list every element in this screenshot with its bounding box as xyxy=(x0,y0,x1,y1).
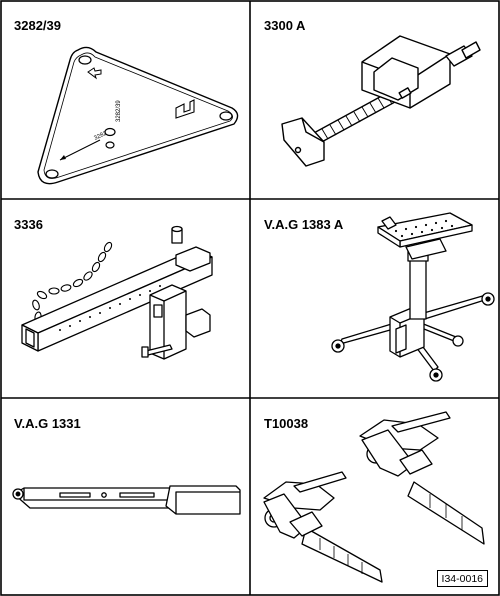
clamping-spindle-icon xyxy=(281,35,481,167)
tool-label: V.A.G 1331 xyxy=(14,416,81,431)
tensioning-straps-icon xyxy=(263,411,485,583)
tool-cell-t10038: T10038 xyxy=(250,398,500,596)
tool-label: 3300 A xyxy=(264,18,306,33)
triangular-adapter-plate-icon: 3282/39 3282 xyxy=(37,46,239,185)
tool-cell-3300-a: 3300 A xyxy=(250,0,500,199)
plate-engraving-b: 3282 xyxy=(93,130,108,141)
plate-engraving-a: 3282/39 xyxy=(116,100,122,122)
tool-cell-3336: 3336 xyxy=(0,199,250,398)
tool-label: T10038 xyxy=(264,416,309,431)
tool-cell-vag-1331: V.A.G 1331 xyxy=(0,398,250,596)
tool-cell-3282-39: 3282/39 3282/39 3282 xyxy=(0,0,250,199)
figure-code: I34-0016 xyxy=(436,570,488,587)
support-bracket-with-chain-icon xyxy=(21,225,213,360)
engine-gearbox-jack-icon xyxy=(331,212,495,382)
tool-label: V.A.G 1383 A xyxy=(264,217,344,232)
tool-label: 3282/39 xyxy=(14,18,61,33)
tool-label: 3336 xyxy=(14,217,43,232)
tool-cell-vag-1383-a: V.A.G 1383 A xyxy=(250,199,500,398)
torque-wrench-icon xyxy=(12,485,241,515)
